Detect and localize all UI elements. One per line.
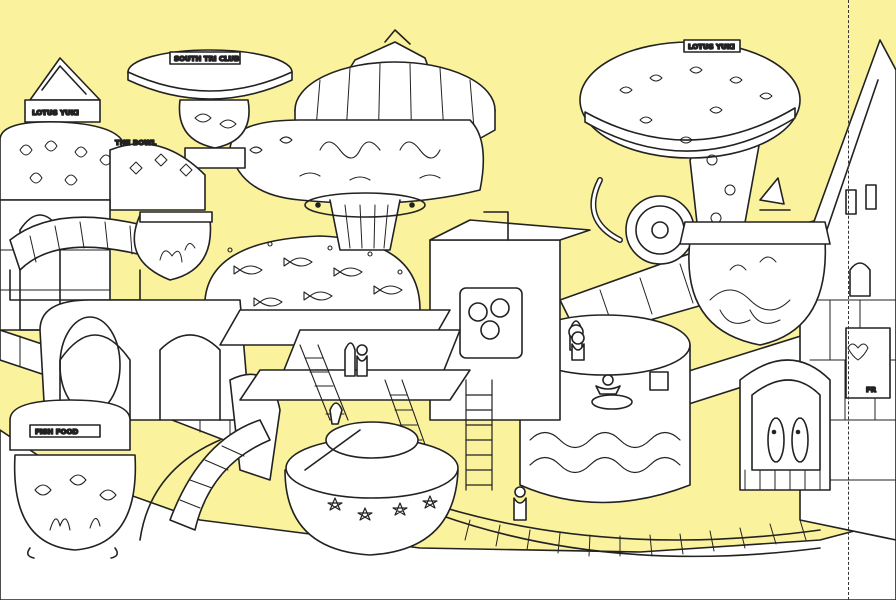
bottom-left-fishbowl: FISH FOOD (9, 399, 137, 559)
starfish-bowl (284, 421, 459, 556)
round-tank-right (519, 314, 691, 504)
flying-saucer-building (229, 29, 496, 251)
upper-left-mushroom: SOUTH TRI CLUB (127, 49, 293, 169)
bottom-left-bowl-sign-text: FISH FOOD (35, 428, 78, 436)
mushroom-top-sign-text: SOUTH TRI CLUB (174, 55, 239, 63)
right-mushroom-sign (683, 39, 741, 53)
tower-banner-text: FR (866, 386, 877, 394)
upper-left-bowl-sign-text: THE BOWL (115, 139, 157, 147)
right-octopus-fishbowl (679, 177, 831, 346)
fish-house-right (739, 359, 831, 491)
bottom-left-bowl-sign (29, 424, 101, 438)
tower-banner (845, 327, 891, 399)
right-mushroom-tower: LOTUS YUKI (579, 39, 801, 251)
bottom-slides (139, 419, 271, 541)
right-mushroom-sign-text: LOTUS YUKI (688, 43, 735, 51)
mushroom-top-sign (169, 51, 241, 65)
left-tower-sign-text: LOTUS YUKI (32, 109, 79, 117)
left-tower: LOTUS YUKI THE BOWL (0, 57, 206, 331)
fold-guide-dashed-line (848, 0, 849, 600)
gear-wheel (625, 195, 695, 265)
plank-bridges (219, 309, 471, 451)
critter-figures (356, 331, 621, 521)
coral-bowl-left (133, 211, 213, 281)
